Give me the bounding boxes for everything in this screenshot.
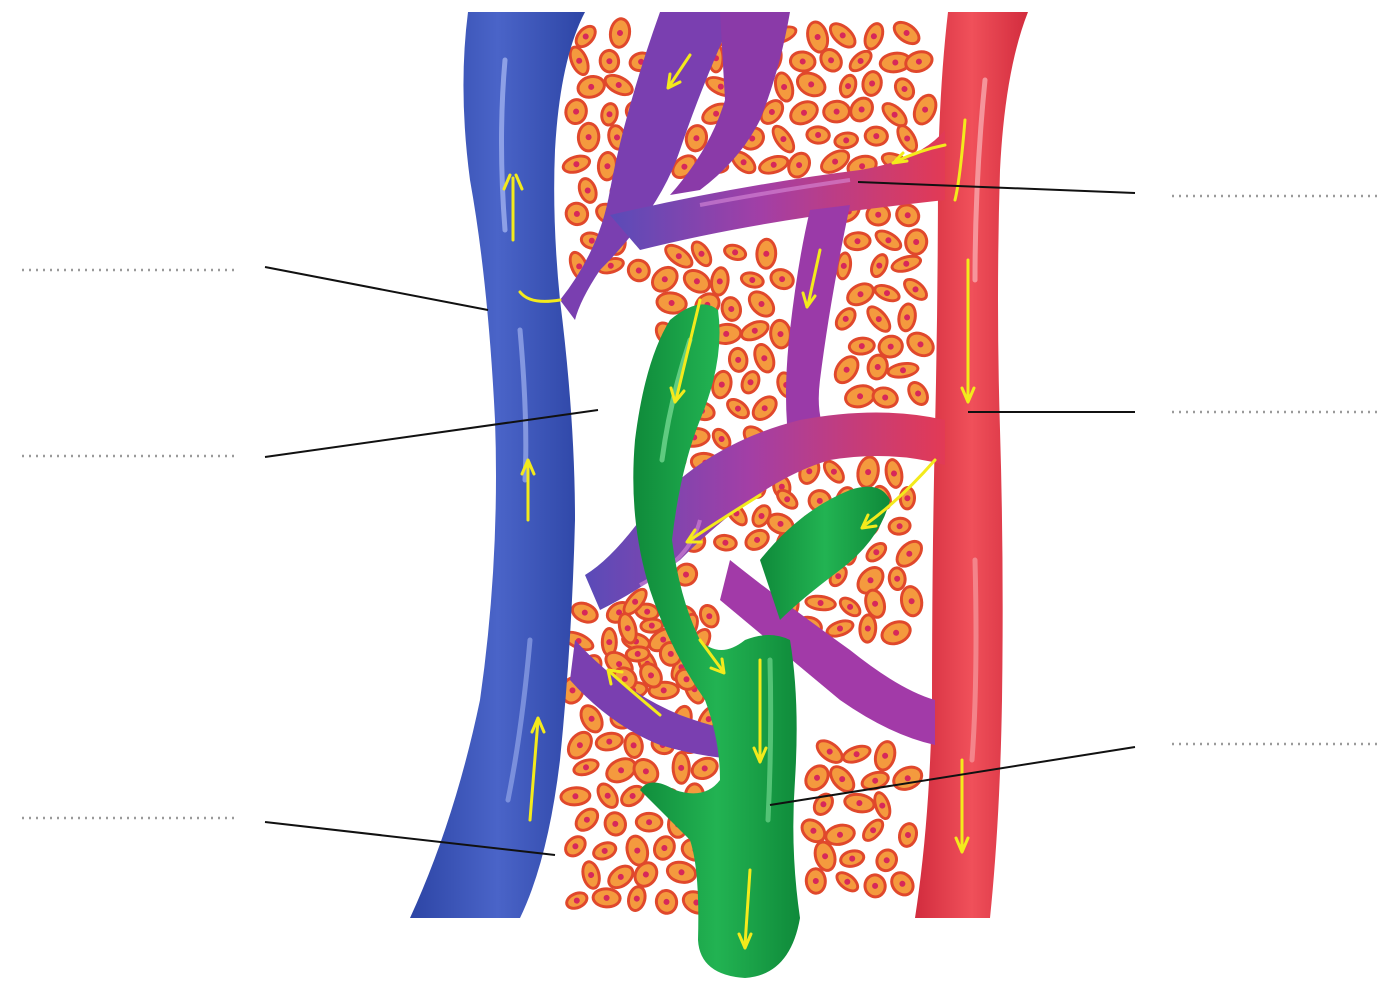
leader-line-left-1: [265, 267, 488, 310]
